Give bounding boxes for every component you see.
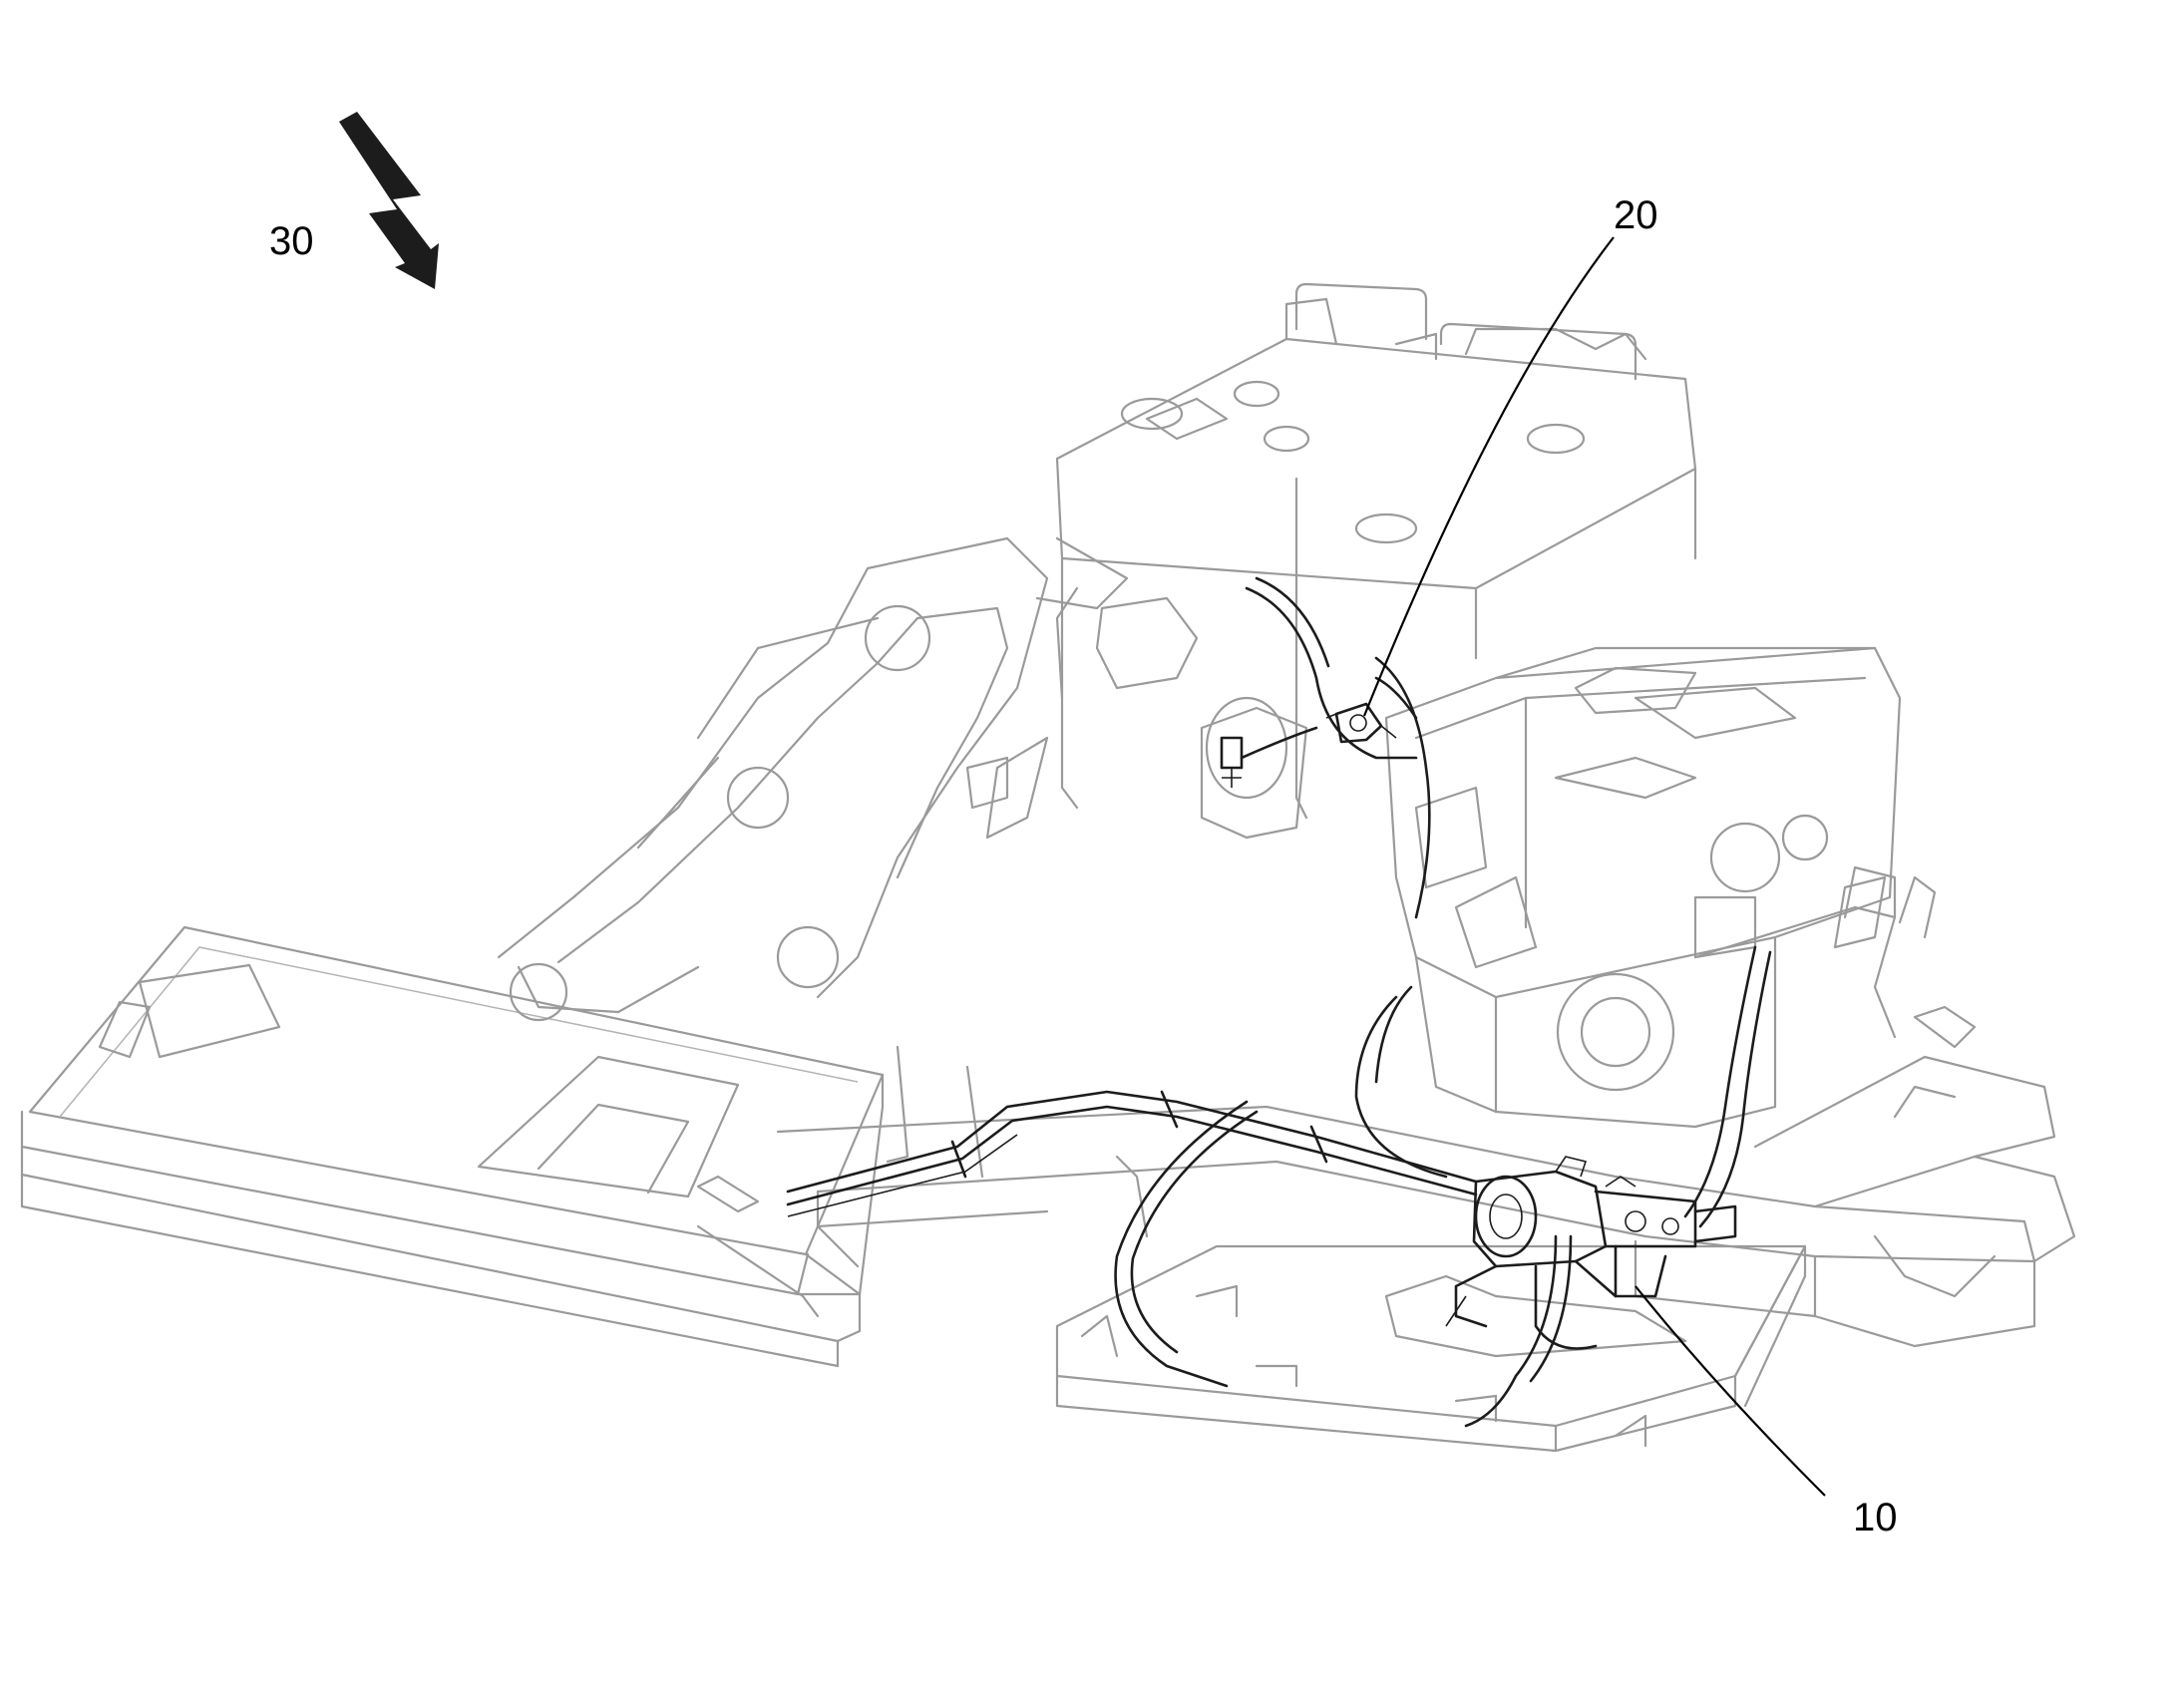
boom-arm — [497, 536, 1129, 1022]
hose-loop-left — [1114, 1100, 1249, 1388]
hose-upper-route — [1245, 586, 1418, 760]
hose-descending — [1374, 656, 1431, 919]
reference-numeral-30: 30 — [269, 219, 314, 263]
hose-clamp-3 — [950, 1140, 967, 1179]
hose-engine-right — [1683, 945, 1757, 1218]
hose-bundle-lower — [786, 1105, 1478, 1206]
highlighted-hose-assembly — [786, 576, 1772, 1428]
reference-numeral-10: 10 — [1853, 1496, 1898, 1539]
cab-base — [1055, 1244, 1807, 1453]
reference-numeral-20: 20 — [1614, 193, 1658, 237]
component-10-unit — [1445, 1156, 1737, 1350]
leader-line-20 — [1362, 236, 1615, 717]
lightning-bolt-arrow-icon — [339, 112, 439, 289]
ghosted-chassis — [20, 282, 2076, 1453]
left-platform — [20, 925, 885, 1368]
engine-block — [1384, 646, 1902, 1129]
leader-lines — [1362, 236, 1826, 1497]
component-20-valve — [1325, 702, 1397, 744]
hose-engine-left — [1354, 995, 1448, 1179]
support-leg-2 — [965, 1065, 984, 1179]
fitting-cluster — [1220, 726, 1318, 788]
hose-clamp-2 — [1309, 1125, 1328, 1164]
leader-line-10 — [1635, 1285, 1826, 1497]
hose-clamp-1 — [1160, 1090, 1179, 1129]
rear-housing — [1055, 282, 1697, 1238]
hose-loop-right — [1464, 1234, 1558, 1428]
support-leg — [886, 1045, 909, 1164]
